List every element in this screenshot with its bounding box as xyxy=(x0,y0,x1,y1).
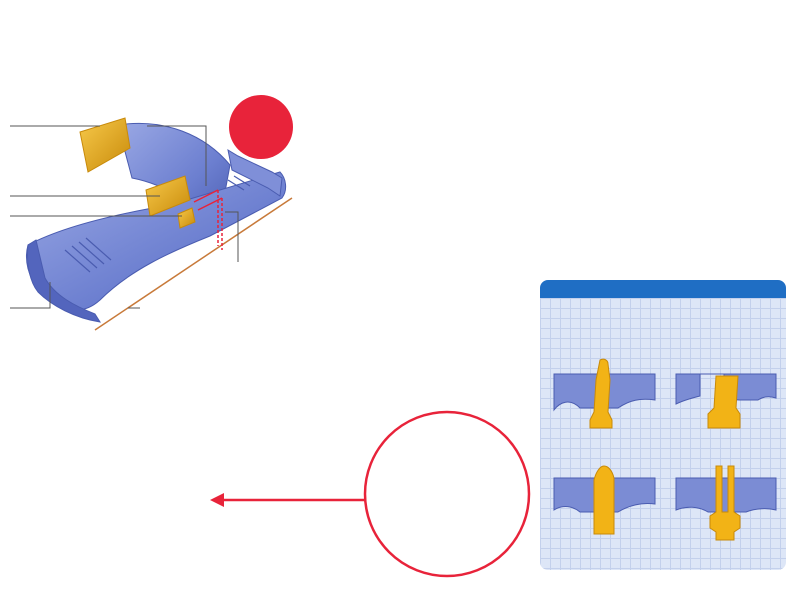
adjuster-lines xyxy=(193,189,223,250)
slot-profile-1 xyxy=(553,358,656,429)
left-endplate xyxy=(27,239,102,323)
ground-reference-line xyxy=(94,197,293,331)
callout-line-6 xyxy=(225,211,239,262)
slot-profile-2 xyxy=(675,373,777,429)
right-endplate xyxy=(227,148,283,197)
callout-line-5 xyxy=(147,125,207,186)
middle-flap xyxy=(145,175,191,217)
wing-strakes xyxy=(64,175,251,273)
slot-profile-4 xyxy=(675,465,777,541)
left-arrow-icon xyxy=(210,493,365,507)
detail-panel-header xyxy=(540,280,786,298)
lower-flap xyxy=(177,207,196,229)
slot-profile-3 xyxy=(553,465,656,535)
upper-flap xyxy=(79,117,131,173)
callout-lines xyxy=(10,125,239,309)
magnifier-circle xyxy=(363,410,531,578)
callout-line-4 xyxy=(10,282,51,309)
red-circle-marker-icon xyxy=(229,95,293,159)
detail-panel-grid xyxy=(540,298,786,570)
